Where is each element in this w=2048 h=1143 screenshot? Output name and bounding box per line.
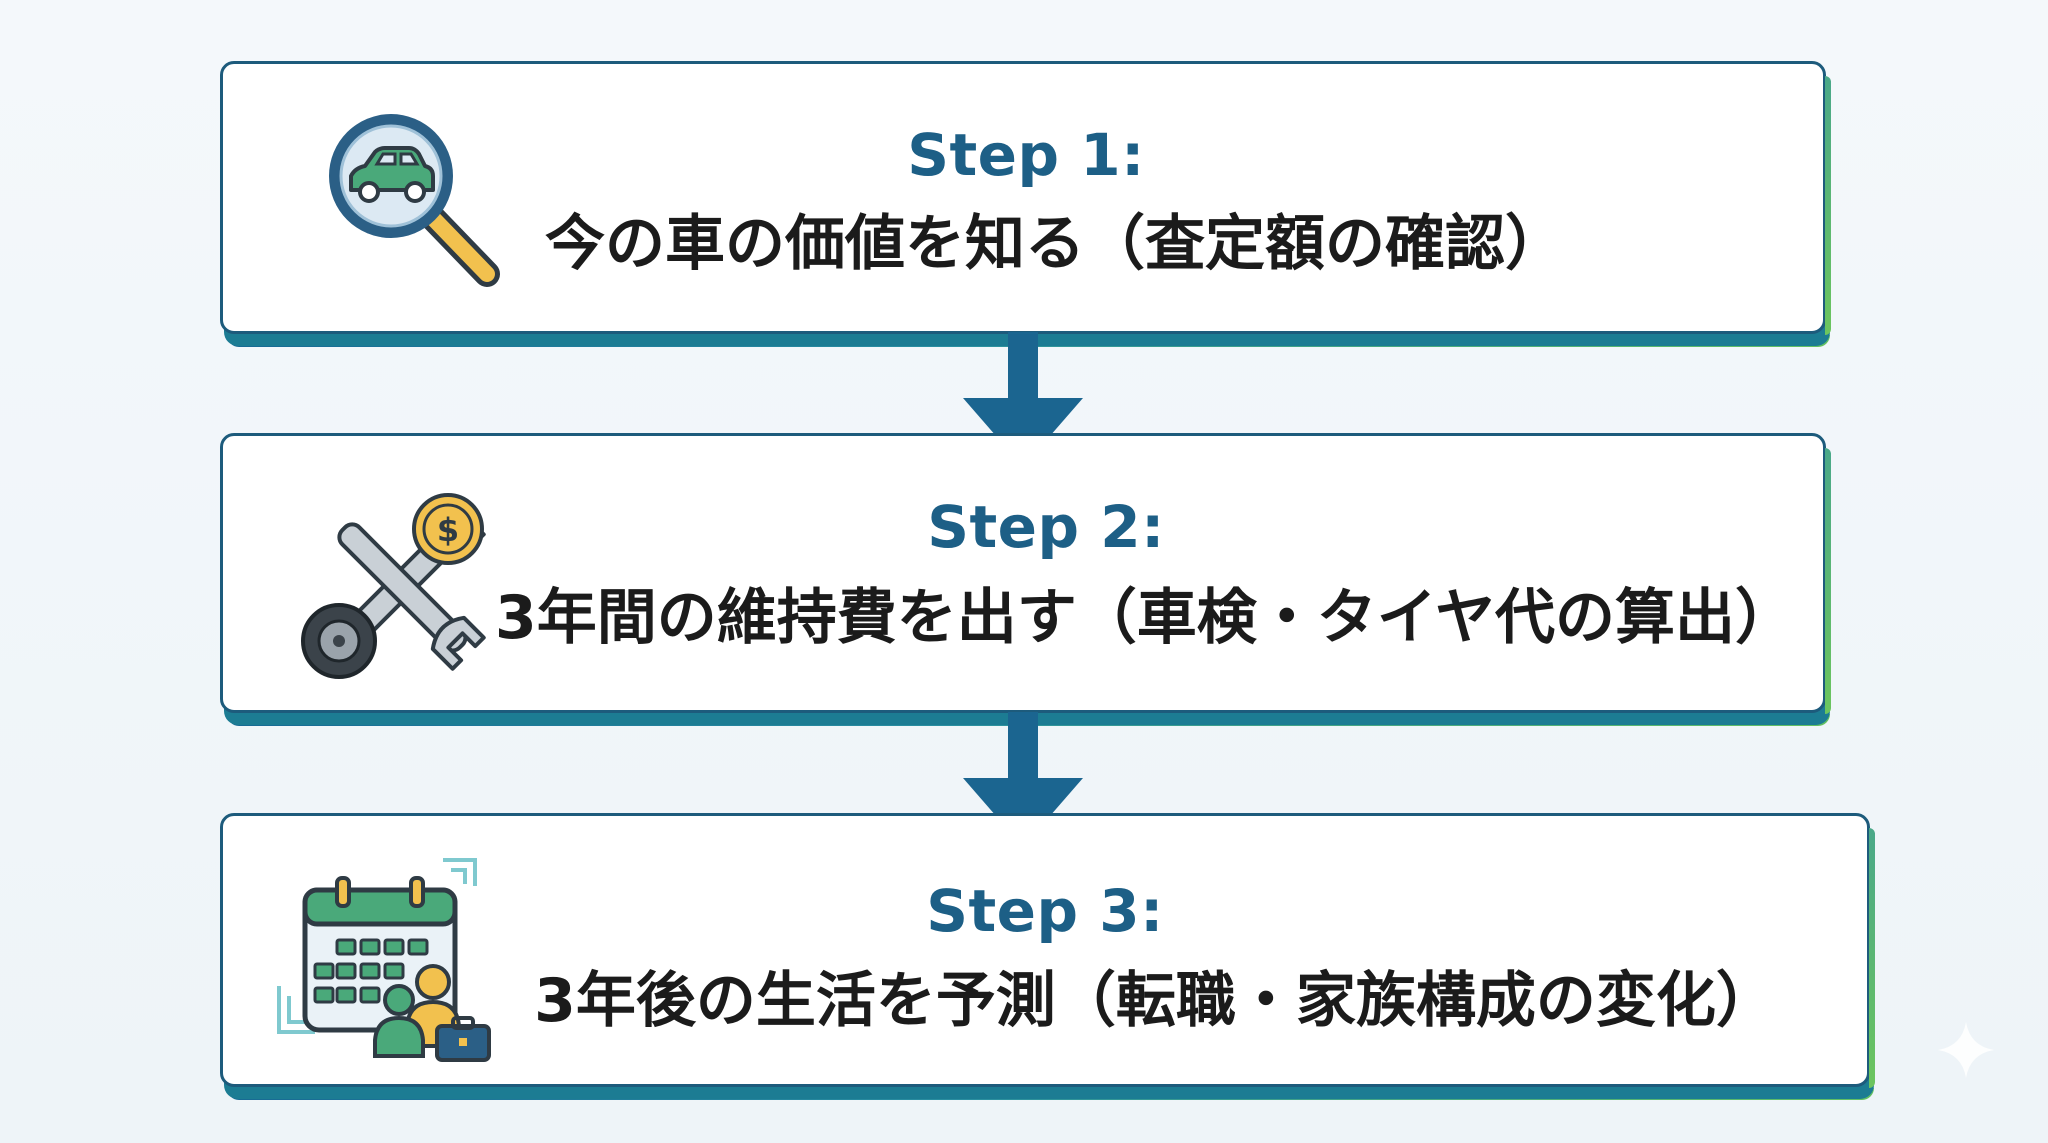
- down-arrow-icon: [963, 332, 1083, 476]
- svg-text:$: $: [437, 511, 459, 549]
- calendar-family-icon: [275, 856, 505, 1070]
- wrench-coin-tire-icon: $: [301, 491, 501, 685]
- step-1-description: 今の車の価値を知る（査定額の確認）: [545, 209, 1565, 279]
- step-1-label: Step 1:: [907, 121, 1145, 189]
- magnifier-car-icon: [319, 104, 509, 298]
- step-2-description: 3年間の維持費を出す（車検・タイヤ代の算出）: [495, 583, 1795, 653]
- sparkle-icon: [1936, 1020, 1996, 1084]
- step-3-description: 3年後の生活を予測（転職・家族構成の変化）: [534, 966, 1776, 1036]
- step-3-label: Step 3:: [926, 877, 1164, 945]
- step-1-card: Step 1: 今の車の価値を知る（査定額の確認）: [220, 61, 1831, 347]
- step-2-label: Step 2:: [927, 493, 1165, 561]
- step-3-card: Step 3: 3年後の生活を予測（転職・家族構成の変化）: [220, 813, 1875, 1100]
- step-2-card: $ Step 2: 3年間の維持費を出す（車検・タイヤ代の算出）: [220, 433, 1831, 726]
- down-arrow-icon: [963, 712, 1083, 856]
